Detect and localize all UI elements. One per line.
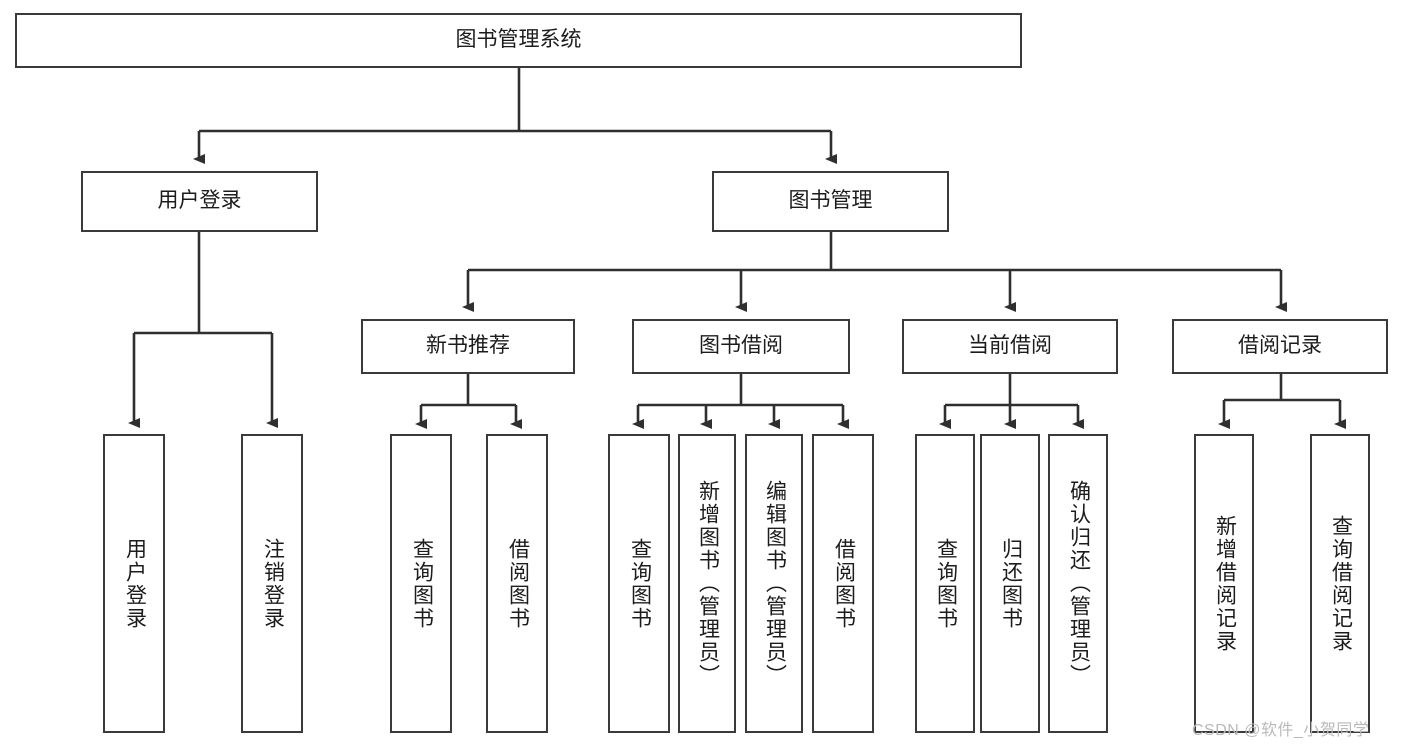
node-leaf-borrow-book-2-label: 借阅图书 [832, 537, 856, 630]
node-book-manage-label: 图书管理 [788, 189, 873, 213]
node-leaf-borrow-book-2[interactable]: 借阅图书 [812, 434, 874, 733]
node-root-label: 图书管理系统 [455, 28, 582, 52]
node-leaf-user-login-label: 用户登录 [123, 537, 147, 630]
node-book-borrow[interactable]: 图书借阅 [632, 319, 850, 374]
node-leaf-add-record[interactable]: 新增借阅记录 [1194, 434, 1254, 733]
node-book-manage[interactable]: 图书管理 [712, 171, 949, 232]
node-leaf-borrow-book-1[interactable]: 借阅图书 [486, 434, 548, 733]
node-current-borrow-label: 当前借阅 [968, 334, 1052, 358]
node-current-borrow[interactable]: 当前借阅 [902, 319, 1118, 374]
node-leaf-return-book[interactable]: 归还图书 [980, 434, 1040, 733]
node-leaf-query-record[interactable]: 查询借阅记录 [1310, 434, 1370, 733]
node-leaf-borrow-book-1-label: 借阅图书 [506, 537, 530, 630]
node-leaf-confirm-return[interactable]: 确认归还（管理员） [1048, 434, 1108, 733]
node-leaf-add-book[interactable]: 新增图书（管理员） [678, 434, 736, 733]
node-user-login[interactable]: 用户登录 [81, 171, 318, 232]
node-borrow-record[interactable]: 借阅记录 [1172, 319, 1388, 374]
node-leaf-return-book-label: 归还图书 [999, 537, 1023, 630]
node-leaf-add-book-label: 新增图书（管理员） [696, 480, 720, 687]
node-leaf-edit-book[interactable]: 编辑图书（管理员） [745, 434, 803, 733]
node-leaf-logout-login[interactable]: 注销登录 [241, 434, 303, 733]
node-new-book-recommend-label: 新书推荐 [426, 334, 510, 358]
node-leaf-user-login[interactable]: 用户登录 [103, 434, 165, 733]
node-leaf-query-book-3[interactable]: 查询图书 [915, 434, 975, 733]
node-leaf-add-record-label: 新增借阅记录 [1213, 514, 1237, 653]
node-leaf-query-book-1[interactable]: 查询图书 [390, 434, 452, 733]
node-leaf-query-book-3-label: 查询图书 [934, 537, 958, 630]
node-user-login-label: 用户登录 [157, 189, 242, 213]
node-root[interactable]: 图书管理系统 [15, 13, 1022, 68]
node-leaf-query-book-2-label: 查询图书 [628, 537, 652, 630]
node-leaf-logout-login-label: 注销登录 [261, 537, 285, 630]
node-new-book-recommend[interactable]: 新书推荐 [361, 319, 575, 374]
node-leaf-query-book-2[interactable]: 查询图书 [608, 434, 670, 733]
node-leaf-edit-book-label: 编辑图书（管理员） [763, 480, 787, 687]
node-leaf-confirm-return-label: 确认归还（管理员） [1067, 480, 1091, 687]
watermark-text: CSDN @软件_小贺同学 [1192, 722, 1370, 739]
node-book-borrow-label: 图书借阅 [699, 334, 783, 358]
node-borrow-record-label: 借阅记录 [1238, 334, 1322, 358]
node-leaf-query-book-1-label: 查询图书 [410, 537, 434, 630]
node-leaf-query-record-label: 查询借阅记录 [1329, 514, 1353, 653]
